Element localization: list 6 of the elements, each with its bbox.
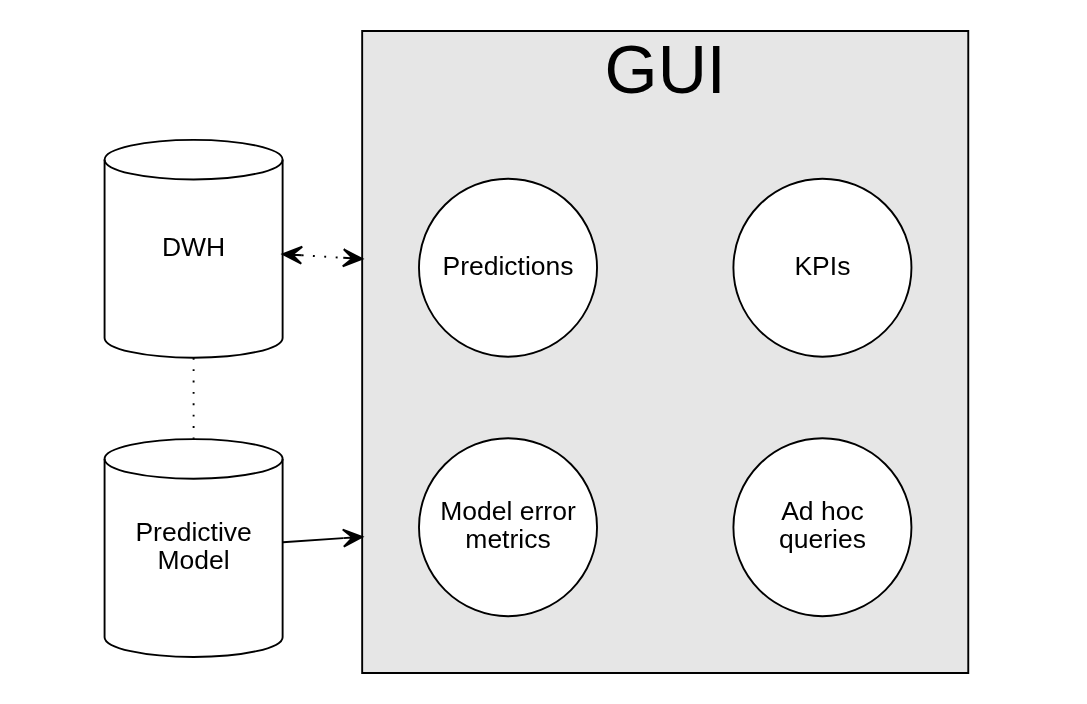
node-circle: Ad hoc queries [731, 437, 912, 618]
node-circle: Predictions [417, 177, 598, 358]
node-circle: KPIs [731, 177, 912, 358]
arrow [281, 245, 363, 268]
arrow [281, 528, 363, 548]
node-circle: Model error metrics [417, 437, 598, 618]
